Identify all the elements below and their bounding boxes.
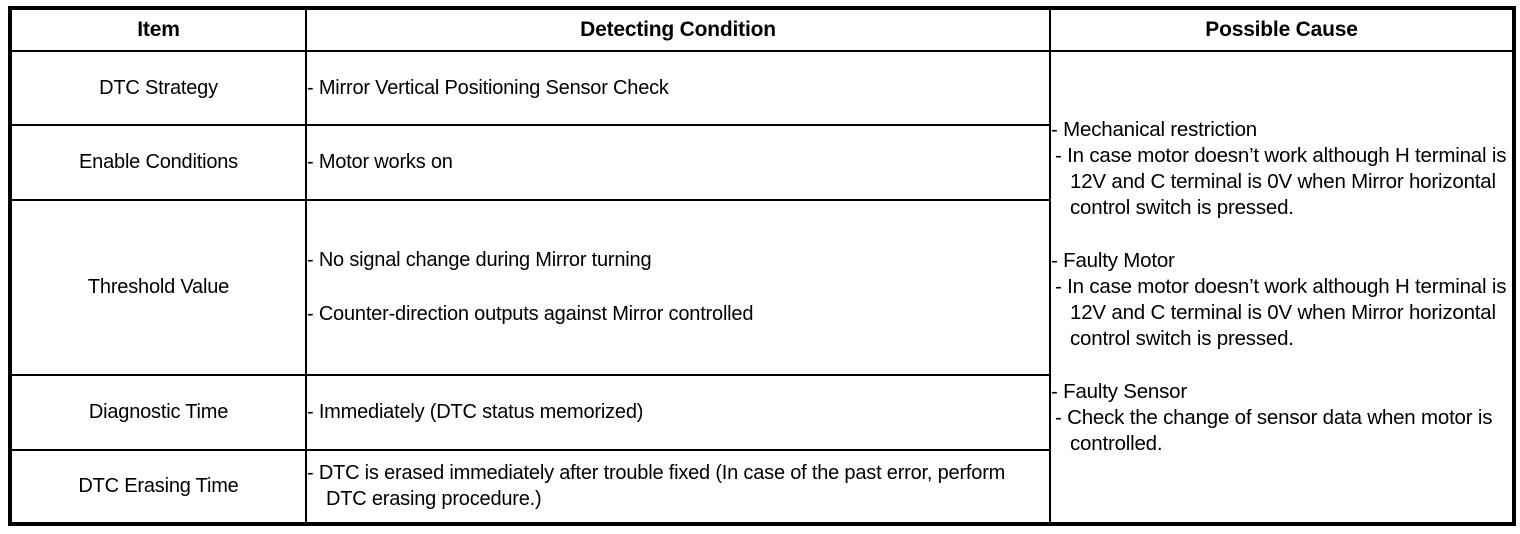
item-label-dtc-erasing-time: DTC Erasing Time [9, 448, 307, 526]
item-label-diagnostic-time: Diagnostic Time [9, 374, 307, 451]
cause-heading: - Faulty Sensor [1051, 380, 1187, 404]
cause-detail: - In case motor doesn’t work although H … [1055, 274, 1507, 351]
header-row: Item Detecting Condition Possible Cause [9, 7, 1515, 52]
item-label-enable-conditions: Enable Conditions [9, 124, 307, 201]
condition-cell-dtc-strategy: - Mirror Vertical Positioning Sensor Che… [305, 49, 1051, 127]
table-header: Item Detecting Condition Possible Cause [9, 7, 1515, 52]
condition-bullet: - Mirror Vertical Positioning Sensor Che… [307, 77, 669, 100]
table-row: DTC Strategy - Mirror Vertical Positioni… [9, 49, 1515, 525]
item-label-threshold-value: Threshold Value [9, 198, 307, 377]
cause-block-faulty-motor: - Faulty Motor - In case motor doesn’t w… [1051, 248, 1512, 352]
table-row: DTC Erasing Time - DTC is erased immedia… [9, 448, 1514, 526]
condition-bullet: - No signal change during Mirror turning [307, 249, 652, 272]
cause-block-faulty-sensor: - Faulty Sensor - Check the change of se… [1051, 379, 1512, 457]
condition-cell-dtc-erasing-time: - DTC is erased immediately after troubl… [305, 448, 1051, 526]
condition-cell-diagnostic-time: - Immediately (DTC status memorized) [305, 374, 1051, 451]
table-row: Diagnostic Time - Immediately (DTC statu… [9, 374, 1514, 451]
dtc-diagnostic-table: Item Detecting Condition Possible Cause … [8, 6, 1516, 526]
cause-block-mechanical-restriction: - Mechanical restriction - In case motor… [1051, 117, 1512, 221]
condition-bullet: - Motor works on [307, 151, 453, 174]
item-label-dtc-strategy: DTC Strategy [9, 49, 307, 127]
condition-bullet: - Immediately (DTC status memorized) [307, 401, 644, 424]
cause-heading: - Faulty Motor [1051, 248, 1175, 272]
cause-detail: - Check the change of sensor data when m… [1055, 406, 1493, 456]
cause-detail: - In case motor doesn’t work although H … [1055, 143, 1507, 219]
cause-heading: - Mechanical restriction [1051, 117, 1257, 141]
condition-cell-enable-conditions: - Motor works on [305, 124, 1051, 201]
column-header-item: Item [9, 7, 307, 52]
condition-bullet: - Counter-direction outputs against Mirr… [307, 303, 754, 326]
condition-cell-threshold-value: - No signal change during Mirror turning… [305, 198, 1051, 377]
possible-cause-cell: - Mechanical restriction - In case motor… [1049, 50, 1515, 525]
table-row: Enable Conditions - Motor works on [9, 124, 1514, 201]
column-header-possible-cause: Possible Cause [1049, 7, 1515, 52]
table-row: Threshold Value - No signal change durin… [9, 198, 1514, 377]
table-body: DTC Strategy - Mirror Vertical Positioni… [9, 49, 1515, 526]
condition-bullet: - DTC is erased immediately after troubl… [307, 461, 1006, 511]
column-header-detecting-condition: Detecting Condition [305, 7, 1051, 52]
